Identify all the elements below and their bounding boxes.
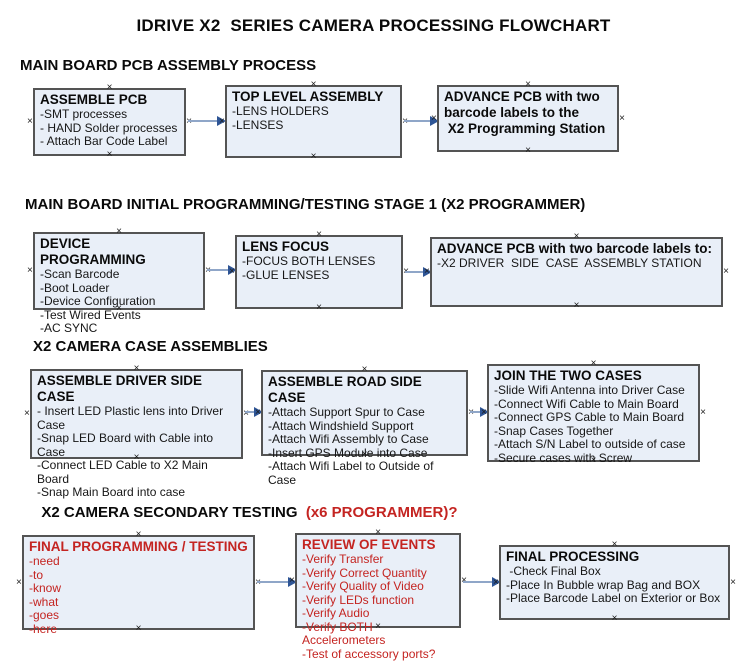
- box-top-level-assembly: TOP LEVEL ASSEMBLY -LENS HOLDERS -LENSES: [219, 85, 408, 158]
- box-lens-focus: LENS FOCUS -FOCUS BOTH LENSES -GLUE LENS…: [229, 235, 409, 309]
- box-line: -Verify Transfer: [302, 552, 384, 566]
- box-line: -Snap LED Board with Cable into Case: [37, 431, 217, 459]
- box-line: -Test Wired Events: [40, 307, 141, 322]
- box-line: -Secure cases with Screw: [494, 450, 633, 465]
- box-device-programming: DEVICE PROGRAMMING -Scan Barcode -Boot L…: [27, 232, 211, 335]
- box-title: REVIEW OF EVENTS: [302, 537, 436, 552]
- box-line: -Connect LED Cable to X2 Main Board: [37, 458, 212, 486]
- box-final-programming-testing: FINAL PROGRAMMING / TESTING -need -to -k…: [16, 535, 261, 635]
- box-title: JOIN THE TWO CASES: [494, 368, 642, 383]
- box-line: -Insert GPS Module into Case: [268, 445, 428, 460]
- section-heading-case-assemblies: X2 CAMERA CASE ASSEMBLIES: [33, 338, 268, 355]
- box-line: -Boot Loader: [40, 280, 110, 295]
- box-title: FINAL PROGRAMMING / TESTING: [29, 539, 248, 554]
- box-line: -Attach S/N Label to outside of case: [494, 437, 686, 451]
- box-line: -Verify LEDs function: [302, 592, 415, 607]
- box-title: ASSEMBLE PCB: [40, 92, 148, 107]
- box-title: TOP LEVEL ASSEMBLY: [232, 89, 384, 104]
- box-line: -LENS HOLDERS: [232, 104, 329, 118]
- box-line: -Attach Windshield Support: [268, 418, 414, 433]
- box-line: -Scan Barcode: [40, 267, 120, 281]
- box-title: ADVANCE PCB with two barcode labels to:: [437, 241, 713, 256]
- box-line: -need: [29, 554, 60, 568]
- page-title: IDRIVE X2 SERIES CAMERA PROCESSING FLOWC…: [136, 16, 611, 35]
- box-title: ASSEMBLE ROAD SIDE CASE: [268, 374, 426, 405]
- box-line: -Verify Audio: [302, 606, 370, 620]
- box-line: -FOCUS BOTH LENSES: [242, 254, 376, 268]
- box-title: DEVICE PROGRAMMING: [40, 236, 146, 267]
- box-line: -Verify Correct Quantity: [302, 565, 427, 580]
- box-assemble-driver-side-case: ASSEMBLE DRIVER SIDE CASE - Insert LED P…: [24, 369, 249, 499]
- section-heading-pcb-assembly: MAIN BOARD PCB ASSEMBLY PROCESS: [20, 57, 317, 74]
- section-heading-red-part: (x6 PROGRAMMER)?: [305, 504, 458, 521]
- box-line: - Insert LED Plastic lens into Driver Ca…: [37, 404, 227, 432]
- box-assemble-pcb: ASSEMBLE PCB -SMT processes - HAND Solde…: [27, 88, 192, 156]
- box-line: -Test of accessory ports?: [302, 646, 436, 661]
- box-title: LENS FOCUS: [242, 239, 330, 254]
- box-title: ASSEMBLE DRIVER SIDE CASE: [37, 373, 206, 404]
- box-line: -X2 DRIVER SIDE CASE ASSEMBLY STATION: [437, 256, 702, 270]
- box-line: -Verify Quality of Video: [302, 579, 424, 593]
- box-line: -Check Final Box: [506, 564, 601, 578]
- box-line: -LENSES: [232, 117, 284, 132]
- box-line: -Attach Support Spur to Case: [268, 405, 425, 419]
- box-title: ADVANCE PCB with two barcode labels to t…: [444, 89, 606, 136]
- box-advance-pcb-driver-station: ADVANCE PCB with two barcode labels to: …: [424, 237, 729, 307]
- box-line: -Snap Cases Together: [494, 423, 614, 438]
- box-line: - Attach Bar Code Label: [40, 134, 168, 148]
- box-line: -Verify BOTH Accelerometers: [302, 619, 386, 647]
- box-line: -Device Configuration: [40, 294, 156, 308]
- section-heading-initial-programming: MAIN BOARD INITIAL PROGRAMMING/TESTING S…: [25, 196, 586, 213]
- box-line: -here: [29, 621, 58, 636]
- box-line: -know: [29, 581, 62, 595]
- box-line: -SMT processes: [40, 107, 128, 121]
- box-line: -Connect Wifi Cable to Main Board: [494, 396, 679, 411]
- box-line: -Place In Bubble wrap Bag and BOX: [506, 577, 701, 592]
- section-heading-black-part: X2 CAMERA SECONDARY TESTING: [41, 504, 306, 521]
- box-review-of-events: REVIEW OF EVENTS -Verify Transfer -Verif…: [289, 533, 467, 660]
- box-line: - HAND Solder processes: [40, 120, 178, 135]
- box-line: -Connect GPS Cable to Main Board: [494, 410, 685, 424]
- section-heading-secondary-testing: X2 CAMERA SECONDARY TESTING (x6 PROGRAMM…: [33, 487, 458, 521]
- box-assemble-road-side-case: ASSEMBLE ROAD SIDE CASE -Attach Support …: [255, 370, 474, 486]
- box-line: -Snap Main Board into case: [37, 485, 186, 499]
- box-line: -AC SYNC: [40, 321, 98, 335]
- box-line: -Attach Wifi Assembly to Case: [268, 432, 429, 446]
- box-final-processing: FINAL PROCESSING -Check Final Box -Place…: [493, 545, 736, 620]
- box-line: -Slide Wifi Antenna into Driver Case: [494, 383, 685, 397]
- box-line: -what: [29, 594, 59, 609]
- box-line: -GLUE LENSES: [242, 267, 330, 282]
- box-line: -goes: [29, 608, 60, 622]
- box-line: -to: [29, 567, 44, 582]
- box-title: FINAL PROCESSING: [506, 549, 640, 564]
- box-line: -Place Barcode Label on Exterior or Box: [506, 591, 721, 605]
- box-advance-pcb-programming-station: ADVANCE PCB with two barcode labels to t…: [431, 85, 625, 152]
- box-line: -Attach Wifi Label to Outside of Case: [268, 459, 437, 487]
- box-join-the-two-cases: JOIN THE TWO CASES -Slide Wifi Antenna i…: [481, 364, 706, 464]
